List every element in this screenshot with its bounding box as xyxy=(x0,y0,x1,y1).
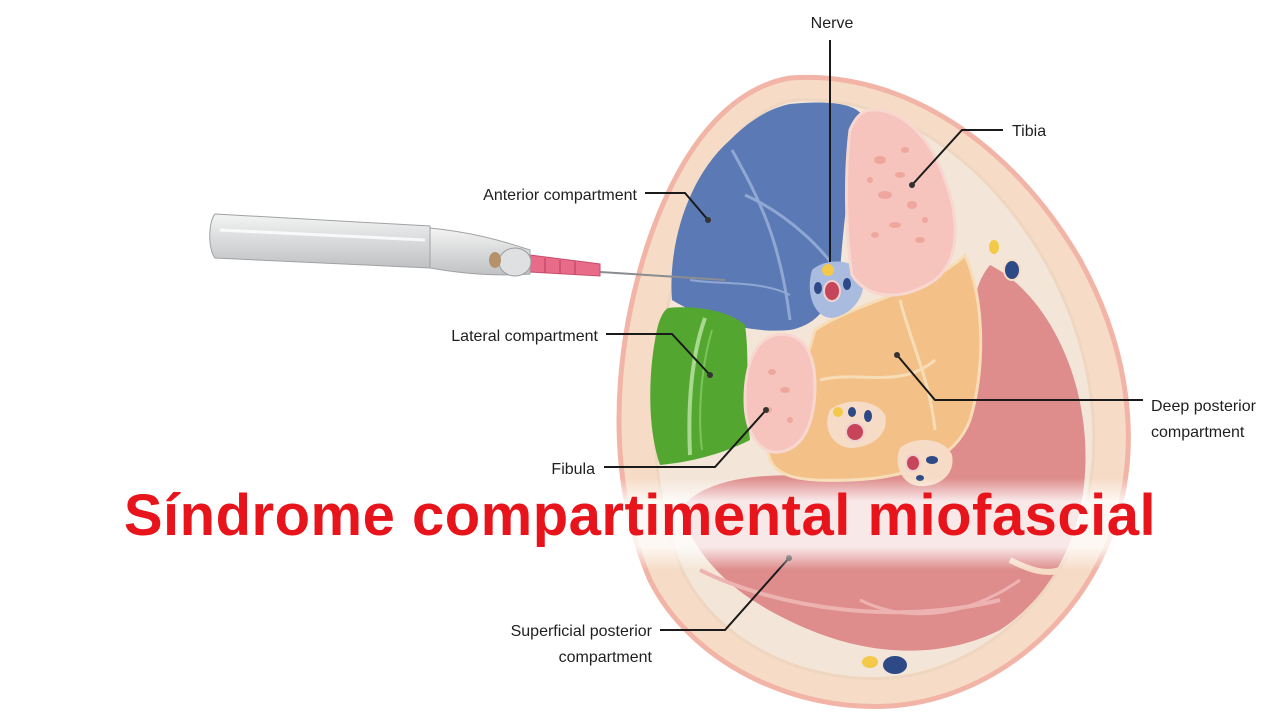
label-superficial-posterior-2: compartment xyxy=(559,649,653,666)
label-tibia: Tibia xyxy=(1012,123,1046,140)
fibula-bone xyxy=(745,334,815,452)
label-lateral-compartment: Lateral compartment xyxy=(451,328,598,345)
label-fibula: Fibula xyxy=(551,461,595,478)
nerve-icon xyxy=(822,264,834,276)
label-anterior-compartment: Anterior compartment xyxy=(483,187,637,204)
label-deep-posterior-2: compartment xyxy=(1151,424,1245,441)
label-nerve: Nerve xyxy=(811,15,854,32)
label-deep-posterior-1: Deep posterior xyxy=(1151,398,1257,415)
label-superficial-posterior-1: Superficial posterior xyxy=(511,623,653,640)
page-title: Síndrome compartimental miofascial xyxy=(0,482,1280,549)
